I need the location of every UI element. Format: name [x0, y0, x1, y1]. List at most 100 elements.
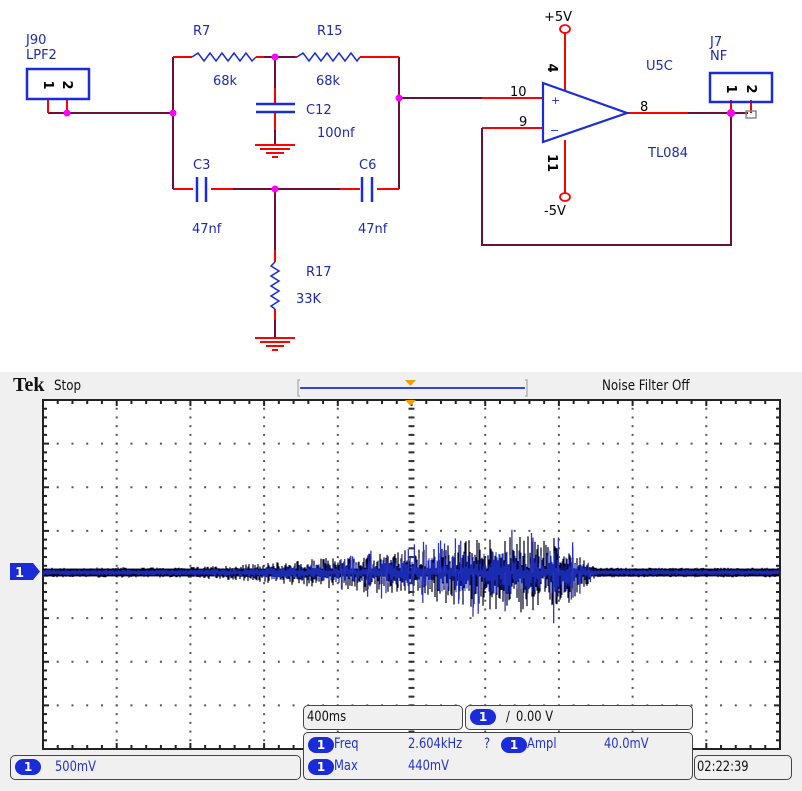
grid-dot	[233, 660, 236, 663]
measurements-panel[interactable]: 1 Freq 2.604kHz ? 1 Ampl 40.0mV 1 Max 44…	[303, 732, 693, 780]
grid-dot	[484, 442, 487, 445]
grid-dot	[484, 433, 487, 436]
grid-dot	[263, 652, 266, 655]
grid-dot	[263, 590, 266, 593]
grid-dot	[587, 442, 590, 445]
grid-dot	[277, 660, 280, 663]
record-position-bar[interactable]	[297, 379, 528, 397]
grid-dot	[189, 678, 192, 681]
grid-dot	[115, 582, 118, 585]
grid-dot	[557, 433, 560, 436]
r15-ref: R15	[317, 24, 343, 39]
grid-dot	[572, 617, 575, 620]
meas-freq-flag: ?	[484, 736, 491, 752]
grid-dot	[263, 695, 266, 698]
ch1-ground-marker[interactable]: 1	[10, 563, 40, 581]
grid-dot	[336, 433, 339, 436]
junction-dot	[271, 53, 279, 61]
grid-dot	[484, 494, 487, 497]
resistor-icon	[191, 51, 257, 63]
pin-4: 4	[544, 63, 559, 72]
grid-dot	[336, 503, 339, 506]
c3-value: 47nf	[192, 222, 222, 237]
grid-dot	[233, 442, 236, 445]
grid-dot	[557, 695, 560, 698]
grid-dot	[218, 617, 221, 620]
grid-dot	[395, 617, 398, 620]
noise-filter-status: Noise Filter Off	[602, 378, 690, 394]
grid-dot	[734, 442, 737, 445]
grid-dot	[145, 486, 148, 489]
grid-dot	[86, 529, 89, 532]
grid-dot	[115, 442, 118, 445]
c12-value: 100nf	[317, 126, 355, 141]
grid-dot	[749, 442, 752, 445]
grid-dot	[631, 494, 634, 497]
grid-dot	[705, 582, 708, 585]
grid-dot	[366, 442, 369, 445]
ch1-trace	[42, 529, 780, 624]
grid-dot	[189, 643, 192, 646]
trigger-panel[interactable]: 1 ∕ 0.00 V	[465, 705, 693, 730]
grid-dot	[631, 625, 634, 628]
opamp-triangle-icon	[541, 81, 631, 144]
grid-dot	[115, 529, 118, 532]
grid-dot	[395, 442, 398, 445]
grid-dot	[204, 704, 207, 707]
grid-dot	[263, 625, 266, 628]
grid-dot	[572, 660, 575, 663]
grid-dot	[263, 617, 266, 620]
j90-pin1: 1	[40, 80, 55, 89]
grid-dot	[189, 660, 192, 663]
grid-dot	[336, 617, 339, 620]
trace-spikes	[340, 529, 592, 624]
grid-dot	[705, 617, 708, 620]
ch1-scale-panel[interactable]: 1 500mV	[10, 755, 301, 780]
grid-dot	[705, 521, 708, 524]
grid-dot	[498, 486, 501, 489]
grid-dot	[189, 477, 192, 480]
grid-dot	[159, 486, 162, 489]
grid-dot	[484, 521, 487, 524]
grid-dot	[130, 529, 133, 532]
grid-dot	[690, 704, 693, 707]
grid-dot	[336, 407, 339, 410]
grid-dot	[705, 486, 708, 489]
grid-dot	[263, 608, 266, 611]
c6-ref: C6	[359, 158, 376, 173]
grid-dot	[646, 442, 649, 445]
grid-dot	[631, 538, 634, 541]
grid-dot	[56, 660, 59, 663]
grid-dot	[705, 425, 708, 428]
grid-dot	[71, 660, 74, 663]
grid-dot	[71, 442, 74, 445]
grid-dot	[292, 660, 295, 663]
grid-dot	[543, 442, 546, 445]
grid-dot	[71, 486, 74, 489]
grid-dot	[705, 494, 708, 497]
grid-dot	[705, 713, 708, 716]
j7-ref: J7	[709, 35, 722, 50]
meas-freq-label: Freq	[334, 736, 359, 752]
grid-dot	[263, 669, 266, 672]
grid-dot	[513, 617, 516, 620]
grid-dot	[174, 442, 177, 445]
grid-dot	[189, 564, 192, 567]
grid-dot	[189, 625, 192, 628]
grid-dot	[675, 617, 678, 620]
scope-graticule: 1	[10, 379, 781, 750]
timebase-panel[interactable]: 400ms	[303, 705, 463, 730]
grid-dot	[56, 704, 59, 707]
grid-dot	[631, 695, 634, 698]
rising-edge-icon: ∕	[506, 709, 510, 725]
junction-dot	[395, 94, 403, 102]
grid-dot	[189, 617, 192, 620]
grid-dot	[322, 617, 325, 620]
grid-dot	[307, 660, 310, 663]
grid-dot	[189, 460, 192, 463]
grid-dot	[557, 617, 560, 620]
grid-dot	[115, 590, 118, 593]
grid-dot	[528, 660, 531, 663]
grid-dot	[734, 617, 737, 620]
grid-dot	[115, 556, 118, 559]
